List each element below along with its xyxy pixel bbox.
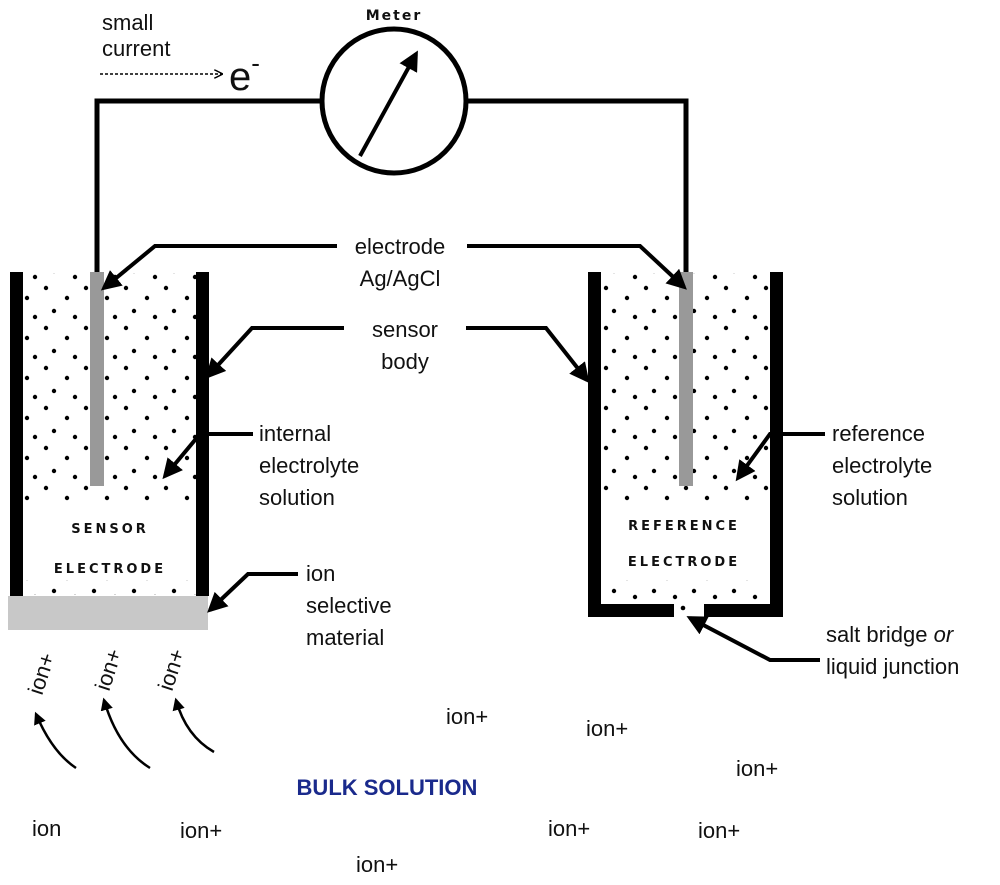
current-indicator: small current e-	[100, 10, 260, 99]
reference-body-left-wall	[588, 272, 601, 617]
ion-selective-arrow	[207, 572, 298, 613]
leader-arrows	[100, 244, 825, 662]
ion-label-bulk-7: ion+	[698, 818, 740, 843]
ion-label-migrating-1: ion+	[23, 650, 60, 698]
reference-label-backdrop	[597, 505, 773, 580]
internal-electrolyte-arrow	[162, 432, 253, 480]
reference-solution-label-2: electrolyte	[832, 453, 932, 478]
ion-path-arrow-3	[172, 697, 215, 754]
meter-dial	[319, 26, 469, 176]
sensor-ag-agcl-rod	[90, 272, 104, 486]
callout-labels: electrode Ag/AgCl sensor body internal e…	[259, 234, 959, 679]
ion-label-bulk-8: ion+	[356, 852, 398, 877]
ion-path-arrow-2	[100, 697, 151, 770]
ion-path-arrow-1	[34, 711, 77, 770]
ion-label-migrating-2: ion+	[90, 646, 127, 694]
reference-electrolyte-arrow	[735, 432, 825, 482]
meter: Meter	[319, 8, 469, 176]
ion-label-bulk-2: ion+	[586, 716, 628, 741]
reference-ag-agcl-rod	[679, 272, 693, 486]
reference-bottom-right	[704, 604, 783, 617]
electron-symbol: e-	[229, 48, 260, 99]
sensor-electrode-title-2: ELECTRODE	[54, 562, 166, 577]
circuit-wire	[94, 98, 689, 272]
reference-electrode: REFERENCE ELECTRODE	[588, 272, 783, 617]
migrating-ions: ion+ ion+ ion+	[23, 646, 215, 770]
sensor-electrode-title-1: SENSOR	[71, 522, 149, 537]
internal-label-2: electrolyte	[259, 453, 359, 478]
salt-bridge-label-2: liquid junction	[826, 654, 959, 679]
junction-dot	[680, 605, 686, 611]
current-label-line2: current	[102, 36, 170, 61]
reference-electrode-title-2: ELECTRODE	[628, 555, 740, 570]
meter-title: Meter	[366, 8, 423, 24]
reference-electrode-title-1: REFERENCE	[628, 519, 740, 534]
electrode-label-1: electrode	[355, 234, 446, 259]
sensor-electrode: SENSOR ELECTRODE	[8, 272, 209, 630]
sensor-body-arrow-left	[205, 326, 344, 379]
ion-selective-label-3: material	[306, 625, 384, 650]
ion-label-bulk-6: ion+	[548, 816, 590, 841]
reference-solution-label-3: solution	[832, 485, 908, 510]
ion-selective-label-2: selective	[306, 593, 392, 618]
sensor-body-left-wall	[10, 272, 23, 596]
current-label-line1: small	[102, 10, 153, 35]
reference-body-right-wall	[770, 272, 783, 617]
sensor-body-arrow-right	[466, 326, 590, 384]
reference-bottom-left	[588, 604, 674, 617]
internal-label-1: internal	[259, 421, 331, 446]
reference-solution-label-1: reference	[832, 421, 925, 446]
bulk-solution-ions: ion+ ion+ ion+ ion ion+ ion+ ion+ ion+	[32, 704, 778, 877]
salt-bridge-arrow	[686, 616, 820, 662]
internal-label-3: solution	[259, 485, 335, 510]
electrode-arrow-right	[467, 244, 687, 290]
salt-bridge-label-1: salt bridge or	[826, 622, 955, 647]
ion-selective-membrane	[8, 596, 208, 630]
ion-label-bulk-3: ion+	[736, 756, 778, 781]
sensor-body-label-2: body	[381, 349, 429, 374]
ion-label-bulk-5: ion+	[180, 818, 222, 843]
ion-label-migrating-3: ion+	[153, 646, 190, 694]
ion-label-bulk-4: ion	[32, 816, 61, 841]
sensor-body-label-1: sensor	[372, 317, 438, 342]
meter-needle	[358, 50, 418, 157]
bulk-solution-label: BULK SOLUTION	[297, 775, 478, 800]
ion-label-bulk-1: ion+	[446, 704, 488, 729]
ion-selective-label-1: ion	[306, 561, 335, 586]
electrode-label-2: Ag/AgCl	[360, 266, 441, 291]
electrode-arrow-left	[100, 244, 337, 291]
sensor-label-backdrop	[17, 508, 203, 580]
